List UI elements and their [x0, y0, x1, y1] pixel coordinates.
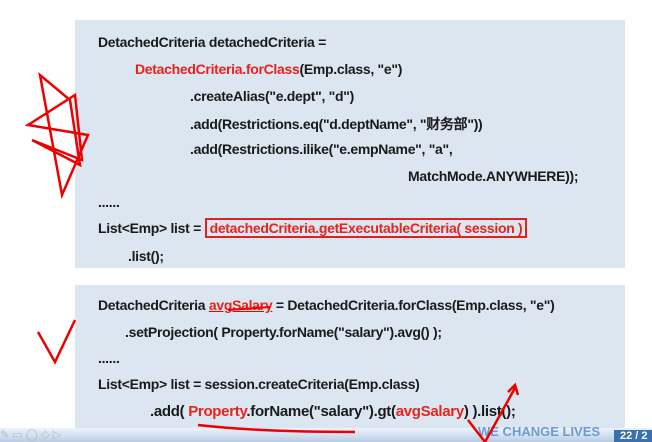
code-line: .list(); — [128, 248, 164, 264]
code-line: DetachedCriteria.forClass(Emp.class, "e"… — [135, 61, 402, 77]
code-text: (Emp.class, "e") — [299, 61, 403, 77]
code-highlight: avgSalary — [208, 297, 273, 313]
code-text: List<Emp> list = — [98, 220, 205, 236]
code-block-2: DetachedCriteria avgSalary = DetachedCri… — [75, 285, 625, 430]
code-line: .add(Restrictions.ilike("e.empName", "a"… — [190, 141, 453, 157]
code-text: ) ).list(); — [463, 403, 516, 420]
footer-slogan: WE CHANGE LIVES — [478, 424, 601, 439]
code-text: = DetachedCriteria.forClass(Emp.class, "… — [272, 297, 555, 313]
code-text: DetachedCriteria — [98, 297, 209, 313]
code-highlight: Property — [188, 403, 247, 420]
code-line: DetachedCriteria detachedCriteria = — [98, 34, 326, 50]
code-line: ...... — [98, 350, 120, 366]
code-line: .add(Restrictions.eq("d.deptName", "财务部"… — [190, 116, 483, 132]
code-text: .forName("salary").gt( — [246, 403, 396, 420]
code-line: ...... — [98, 194, 120, 210]
code-line: MatchMode.ANYWHERE)); — [408, 168, 579, 184]
code-line: .createAlias("e.dept", "d") — [190, 88, 354, 104]
annotation-toolbar[interactable]: ✎ ▭ ◯ ◇ ▷ — [0, 429, 62, 441]
code-block-1: DetachedCriteria detachedCriteria = Deta… — [75, 20, 625, 268]
code-highlight: avgSalary — [395, 403, 464, 420]
code-line: List<Emp> list = session.createCriteria(… — [98, 376, 420, 392]
code-line: .add( Property.forName("salary").gt(avgS… — [150, 403, 516, 420]
check-mark-scribble — [36, 319, 77, 365]
highlight-box: detachedCriteria.getExecutableCriteria( … — [204, 218, 528, 238]
code-line: .setProjection( Property.forName("salary… — [125, 324, 442, 340]
page-number: 22 / 2 — [614, 430, 652, 442]
code-highlight: DetachedCriteria.forClass — [135, 61, 300, 77]
code-text: .add( — [150, 403, 189, 420]
code-line: List<Emp> list = detachedCriteria.getExe… — [98, 218, 528, 238]
code-line: DetachedCriteria avgSalary = DetachedCri… — [98, 297, 555, 313]
